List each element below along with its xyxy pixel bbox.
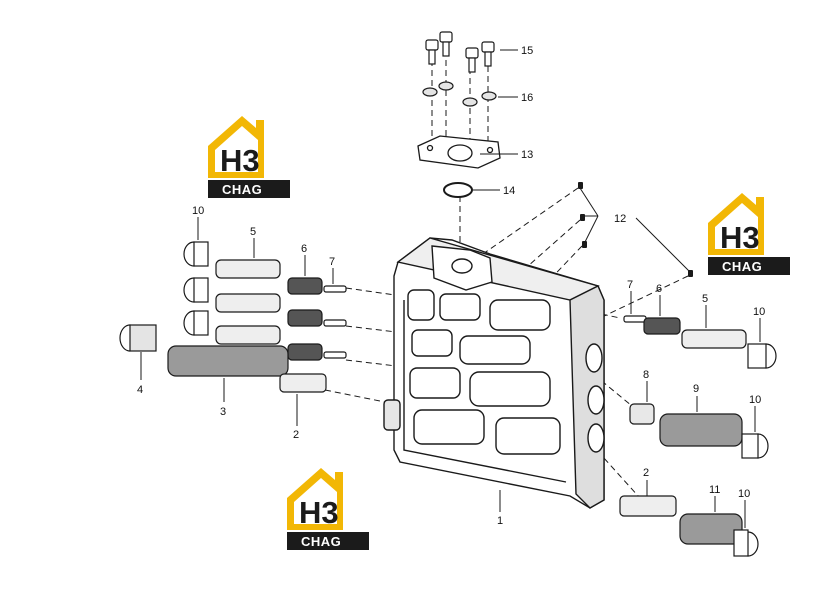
callout-9: 9 bbox=[693, 383, 699, 395]
cover-plate bbox=[417, 135, 501, 169]
callout-10-right-bottom: 10 bbox=[738, 488, 750, 500]
brand-logo: H3 CHAG bbox=[208, 116, 290, 198]
callout-7-left: 7 bbox=[329, 256, 335, 268]
callout-10-right-top: 10 bbox=[753, 306, 765, 318]
bolts bbox=[425, 31, 495, 73]
brand-logo: H3 CHAG bbox=[708, 193, 790, 275]
logo-mark-text: H3 bbox=[720, 220, 760, 255]
callout-6-left: 6 bbox=[301, 243, 307, 255]
callout-13: 13 bbox=[521, 149, 533, 161]
callout-12: 12 bbox=[614, 213, 626, 225]
assembly-lines bbox=[324, 60, 689, 499]
callout-8: 8 bbox=[643, 369, 649, 381]
callout-6-right: 6 bbox=[656, 283, 662, 295]
callout-1: 1 bbox=[497, 515, 503, 527]
logo-word: CHAG bbox=[301, 534, 341, 549]
callout-16: 16 bbox=[521, 92, 533, 104]
callout-7-right: 7 bbox=[627, 279, 633, 291]
callout-5-left: 5 bbox=[250, 226, 256, 238]
logo-word: CHAG bbox=[722, 259, 762, 274]
callouts: 15 16 13 14 12 10 5 6 7 4 3 2 1 7 6 5 10… bbox=[137, 45, 765, 527]
right-valve-parts bbox=[619, 315, 777, 557]
logo-mark-text: H3 bbox=[299, 495, 339, 530]
callout-2-right: 2 bbox=[643, 467, 649, 479]
left-valve-parts bbox=[119, 241, 347, 393]
callout-10-left: 10 bbox=[192, 205, 204, 217]
brand-logo: H3 CHAG bbox=[287, 468, 369, 550]
callout-5-right: 5 bbox=[702, 293, 708, 305]
o-ring bbox=[443, 182, 473, 198]
callout-15: 15 bbox=[521, 45, 533, 57]
callout-2-left: 2 bbox=[293, 429, 299, 441]
callout-3: 3 bbox=[220, 406, 226, 418]
callout-10-right-mid: 10 bbox=[749, 394, 761, 406]
logo-word: CHAG bbox=[222, 182, 262, 197]
washers bbox=[422, 81, 497, 107]
valve-body bbox=[383, 237, 605, 509]
callout-11: 11 bbox=[709, 484, 720, 496]
logo-mark-text: H3 bbox=[220, 143, 260, 178]
callout-4: 4 bbox=[137, 384, 143, 396]
callout-14: 14 bbox=[503, 185, 515, 197]
leader-lines bbox=[140, 49, 761, 528]
plugs bbox=[578, 182, 693, 277]
